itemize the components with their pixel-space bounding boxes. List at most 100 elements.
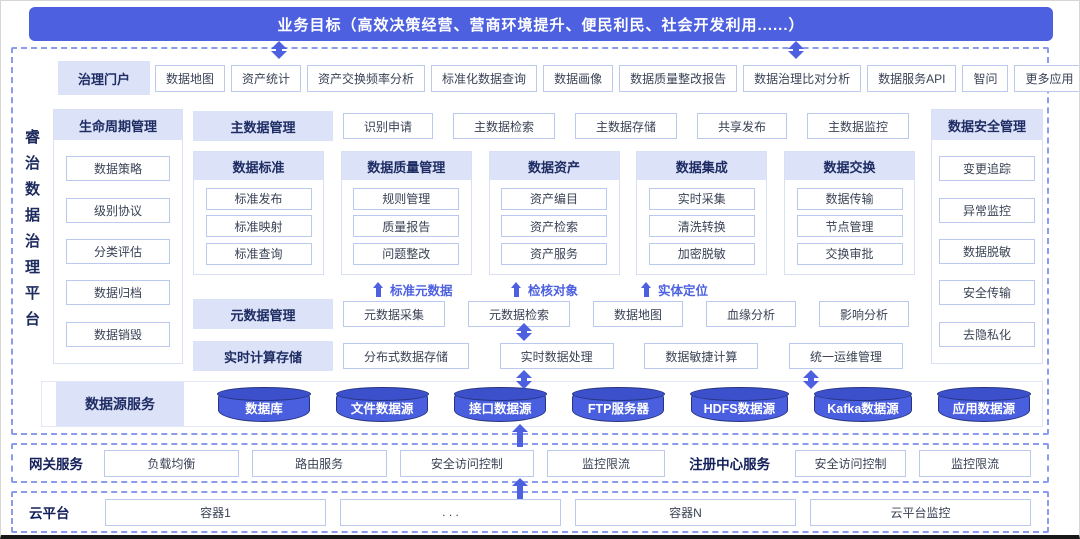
security-item: 变更追踪 — [939, 156, 1035, 182]
double-arrow-icon — [788, 41, 804, 59]
portal-item: 智问 — [962, 65, 1009, 92]
module-item: 节点管理 — [796, 215, 903, 237]
cloud-item: 云平台监控 — [810, 498, 1031, 526]
metadata-item: 数据地图 — [592, 301, 683, 327]
portal-item: 资产交换频率分析 — [307, 65, 426, 92]
metadata-items: 元数据采集 元数据检索 数据地图 血缘分析 影响分析 — [343, 301, 909, 327]
cloud-item: . . . — [340, 498, 561, 526]
lifecycle-item: 分类评估 — [66, 238, 170, 264]
module-item: 标准查询 — [205, 242, 312, 265]
app-datasource-cylinder-icon: 应用数据源 — [937, 386, 1031, 422]
master-data-label: 主数据管理 — [193, 111, 333, 141]
module-item: 规则管理 — [353, 187, 460, 210]
portal-item: 数据地图 — [155, 65, 226, 92]
lifecycle-item: 数据归档 — [66, 280, 170, 306]
module-item: 清洗转换 — [648, 215, 755, 237]
gateway-item: 路由服务 — [251, 449, 387, 477]
lifecycle-item: 数据策略 — [66, 156, 170, 182]
cloud-item: 容器N — [575, 498, 796, 526]
cloud-platform-label: 云平台 — [29, 506, 70, 521]
lifecycle-item: 级别协议 — [66, 197, 170, 223]
module-item: 资产检索 — [501, 215, 607, 237]
up-arrow-icon — [641, 281, 652, 297]
cylinder-label: HDFS数据源 — [703, 402, 776, 416]
double-arrow-icon — [803, 370, 819, 389]
security-item: 去隐私化 — [939, 321, 1035, 347]
module-label: 数据集成 — [637, 152, 767, 180]
lifecycle-item: 数据销毁 — [66, 321, 170, 347]
gateway-item: 监控限流 — [547, 449, 665, 477]
cylinder-label: FTP服务器 — [587, 402, 649, 416]
portal-item: 数据服务API — [867, 65, 957, 92]
double-arrow-icon — [516, 370, 532, 389]
lifecycle-label: 生命周期管理 — [54, 110, 182, 140]
flow-label: 检核对象 — [511, 280, 578, 298]
module-item: 问题整改 — [353, 242, 460, 265]
module-label: 数据交换 — [785, 152, 914, 180]
up-arrow-icon — [373, 281, 384, 297]
registry-center-label: 注册中心服务 — [689, 457, 771, 472]
realtime-item: 分布式数据存储 — [343, 343, 470, 369]
master-data-items: 识别申请 主数据检索 主数据存储 共享发布 主数据监控 — [343, 113, 909, 139]
up-arrow-icon — [511, 281, 522, 297]
module-panel-data-asset: 数据资产 资产编目 资产检索 资产服务 — [488, 151, 620, 275]
registry-item: 安全访问控制 — [794, 449, 907, 477]
lifecycle-items: 数据策略 级别协议 分类评估 数据归档 数据销毁 — [54, 140, 182, 363]
datasource-bar: 数据源服务 数据库 文件数据源 接口数据源 FTP服务器 HDFS数据源 Kaf… — [41, 381, 1043, 427]
lifecycle-panel: 生命周期管理 数据策略 级别协议 分类评估 数据归档 数据销毁 — [53, 109, 183, 364]
flow-label: 标准元数据 — [373, 280, 453, 298]
cylinder-label: 文件数据源 — [350, 402, 414, 416]
ftp-server-cylinder-icon: FTP服务器 — [571, 386, 666, 422]
up-arrow-icon — [512, 478, 528, 499]
registry-item: 监控限流 — [919, 449, 1031, 477]
platform-vertical-title: 睿治数据治理平台 — [23, 129, 40, 337]
module-panel-data-exchange: 数据交换 数据传输 节点管理 交换审批 — [784, 151, 915, 275]
portal-label: 治理门户 — [58, 61, 150, 95]
flow-label: 实体定位 — [641, 280, 708, 298]
portal-item: 资产统计 — [231, 65, 302, 92]
cylinder-label: 数据库 — [245, 402, 283, 416]
kafka-datasource-cylinder-icon: Kafka数据源 — [813, 386, 912, 422]
portal-item: 数据治理比对分析 — [743, 65, 862, 92]
double-arrow-icon — [516, 323, 532, 341]
security-panel: 数据安全管理 变更追踪 异常监控 数据脱敏 安全传输 去隐私化 — [931, 109, 1043, 364]
module-label: 数据标准 — [194, 152, 323, 180]
realtime-item: 实时数据处理 — [499, 343, 614, 369]
datasource-label: 数据源服务 — [56, 382, 184, 426]
module-item: 资产编目 — [501, 187, 607, 210]
gateway-section: 网关服务 负载均衡 路由服务 安全访问控制 监控限流 注册中心服务 安全访问控制… — [11, 443, 1049, 483]
module-label: 数据质量管理 — [341, 152, 471, 180]
module-item: 质量报告 — [353, 215, 460, 237]
module-panel-data-integration: 数据集成 实时采集 清洗转换 加密脱敏 — [636, 151, 768, 275]
security-item: 数据脱敏 — [939, 238, 1035, 264]
module-columns: 数据标准 标准发布 标准映射 标准查询 数据质量管理 规则管理 质量报告 问题整… — [193, 151, 915, 275]
gateway-item: 安全访问控制 — [399, 449, 535, 477]
realtime-item: 统一运维管理 — [788, 343, 903, 369]
master-data-item: 主数据监控 — [806, 113, 909, 139]
flow-label-text: 检核对象 — [528, 283, 579, 298]
master-data-item: 主数据检索 — [452, 113, 555, 139]
realtime-label: 实时计算存储 — [193, 341, 333, 371]
module-item: 资产服务 — [501, 242, 607, 265]
platform-container: 睿治数据治理平台 治理门户 数据地图 资产统计 资产交换频率分析 标准化数据查询… — [11, 47, 1079, 435]
master-data-item: 主数据存储 — [574, 113, 677, 139]
up-arrow-icon — [512, 424, 528, 447]
flow-label-text: 实体定位 — [658, 283, 709, 298]
security-label: 数据安全管理 — [932, 110, 1042, 140]
security-item: 异常监控 — [939, 197, 1035, 223]
cloud-platform-section: 云平台 容器1 . . . 容器N 云平台监控 — [11, 491, 1049, 533]
master-data-item: 共享发布 — [696, 113, 787, 139]
module-item: 交换审批 — [796, 242, 903, 265]
datasource-cylinders: 数据库 文件数据源 接口数据源 FTP服务器 HDFS数据源 Kafka数据源 … — [217, 382, 1031, 426]
metadata-item: 元数据采集 — [343, 301, 446, 327]
cylinder-label: Kafka数据源 — [827, 402, 899, 416]
module-item: 标准发布 — [205, 187, 312, 210]
business-goal-banner: 业务目标（高效决策经营、营商环境提升、便民利民、社会开发利用......） — [29, 7, 1053, 41]
portal-item: 数据质量整改报告 — [619, 65, 738, 92]
master-data-item: 识别申请 — [343, 113, 434, 139]
portal-item: 更多应用 — [1014, 65, 1079, 92]
gateway-item: 负载均衡 — [104, 449, 239, 477]
portal-row: 数据地图 资产统计 资产交换频率分析 标准化数据查询 数据画像 数据质量整改报告… — [155, 65, 1079, 92]
security-item: 安全传输 — [939, 280, 1035, 306]
